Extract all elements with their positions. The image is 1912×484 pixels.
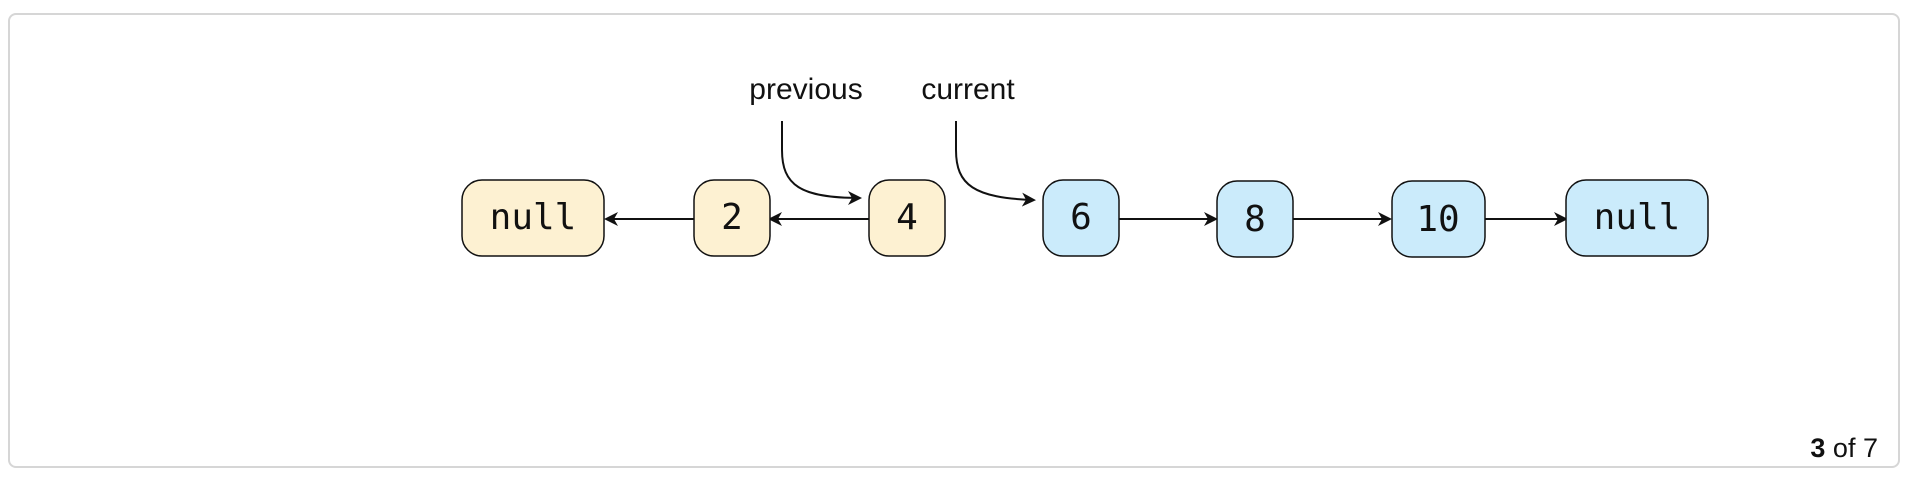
current-pointer-arrow bbox=[955, 121, 1036, 207]
previous-pointer-arrow bbox=[781, 121, 862, 205]
slide-pager: 3 of 7 bbox=[1810, 433, 1878, 464]
current-pointer-label: current bbox=[921, 73, 1015, 106]
node-label: 8 bbox=[1244, 199, 1266, 240]
node-4: 4 bbox=[868, 179, 946, 257]
node-label: 4 bbox=[896, 197, 918, 238]
pager-separator: of bbox=[1832, 433, 1856, 463]
node-label: null bbox=[490, 197, 577, 238]
previous-pointer-label: previous bbox=[749, 73, 862, 106]
node-10: 10 bbox=[1391, 180, 1486, 258]
node-label: 6 bbox=[1070, 197, 1092, 238]
pager-current: 3 bbox=[1810, 433, 1826, 463]
node-2: 2 bbox=[693, 179, 771, 257]
node-label: 2 bbox=[721, 197, 743, 238]
node-label: 10 bbox=[1416, 199, 1459, 240]
node-null-head: null bbox=[461, 179, 605, 257]
node-null-tail: null bbox=[1565, 179, 1709, 257]
node-6: 6 bbox=[1042, 179, 1120, 257]
node-8: 8 bbox=[1216, 180, 1294, 258]
pager-total: 7 bbox=[1862, 433, 1878, 463]
node-label: null bbox=[1594, 197, 1681, 238]
